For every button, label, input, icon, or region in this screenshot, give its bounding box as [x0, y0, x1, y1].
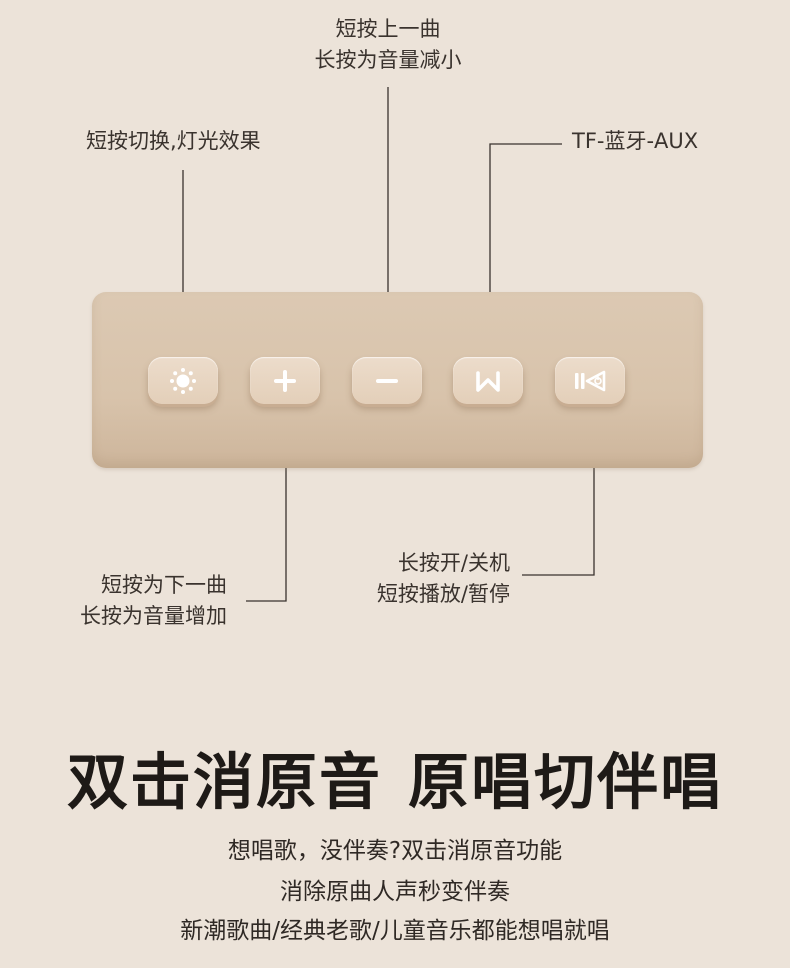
description-line-2: 消除原曲人声秒变伴奏 [280, 879, 510, 905]
plus-annotation: 短按为下一曲 长按为音量增加 [80, 573, 227, 628]
minus-button[interactable] [352, 357, 422, 404]
plus-icon [274, 369, 296, 392]
plus-callout-line [246, 410, 287, 602]
plus-button[interactable] [250, 357, 320, 404]
play-pause-power-icon [575, 370, 606, 391]
light-button[interactable] [148, 357, 218, 404]
sun-icon [170, 367, 196, 394]
light-annotation: 短按切换,灯光效果 [86, 129, 261, 153]
headline: 双击消原音原唱切伴唱 [0, 732, 790, 821]
description-line-1: 想唱歌，没伴奏?双击消原音功能 [227, 838, 563, 864]
mode-callout-line [489, 143, 562, 358]
mode-annotation: TF-蓝牙-AUX [572, 129, 699, 153]
headline-part2: 原唱切伴唱 [408, 747, 724, 818]
minus-icon [376, 378, 398, 383]
mode-button[interactable] [453, 357, 523, 404]
power-annotation: 长按开/关机 短按播放/暂停 [376, 551, 510, 606]
minus-annotation: 短按上一曲 长按为音量减小 [314, 17, 462, 72]
headline-part1: 双击消原音 [66, 747, 382, 818]
m-icon [476, 370, 500, 392]
power-play-button[interactable] [555, 357, 625, 404]
description-line-3: 新潮歌曲/经典老歌/儿童音乐都能想唱就唱 [180, 918, 610, 944]
